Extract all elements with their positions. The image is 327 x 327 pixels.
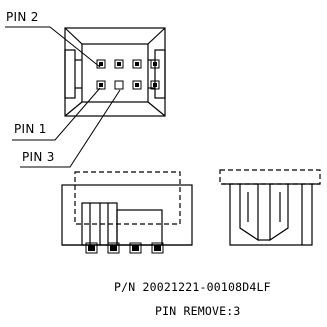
side-view [219, 169, 321, 246]
pin-r2-c3 [135, 83, 139, 87]
pin2-leader [5, 26, 101, 68]
pin2-label: PIN 2 [6, 10, 39, 24]
pin-grid [96, 59, 160, 90]
pin-cavity-r1-c3 [132, 59, 142, 69]
pin-cavity-r2-c3 [132, 80, 142, 90]
pin-cavity-r2-c4 [150, 80, 160, 90]
front-view [61, 171, 193, 254]
pin-r1-c1 [99, 62, 103, 66]
top-view [64, 27, 166, 117]
top-view-left-latch [64, 49, 76, 99]
front-view-hidden-top [74, 171, 181, 225]
pin-r1-c4 [153, 62, 157, 66]
part-number: P/N 20021221-00108D4LF [114, 280, 271, 294]
side-view-outline [229, 184, 313, 246]
top-view-housing [81, 43, 149, 103]
front-view-pins [88, 245, 161, 251]
pin-cavity-r2-c1 [96, 80, 106, 90]
top-view-outline [64, 27, 166, 117]
leader-lines [5, 26, 121, 168]
pin-r2-c4 [153, 83, 157, 87]
pin1-label: PIN 1 [14, 122, 47, 136]
pin-cavity-r2-c2 [114, 80, 124, 90]
top-view-right-latch [154, 49, 166, 99]
pin-r2-c1 [99, 83, 103, 87]
pin-remove-note: PIN REMOVE:3 [155, 304, 240, 318]
pin-cavity-r1-c4 [150, 59, 160, 69]
front-view-inner-right [116, 209, 163, 246]
side-view-hidden-top [219, 169, 321, 185]
pin3-leader [20, 89, 121, 168]
pin-r1-c2 [117, 62, 121, 66]
pin1-leader [12, 87, 101, 141]
pin3-label: PIN 3 [22, 150, 55, 164]
pin-cavity-r1-c2 [114, 59, 124, 69]
pin-r1-c3 [135, 62, 139, 66]
